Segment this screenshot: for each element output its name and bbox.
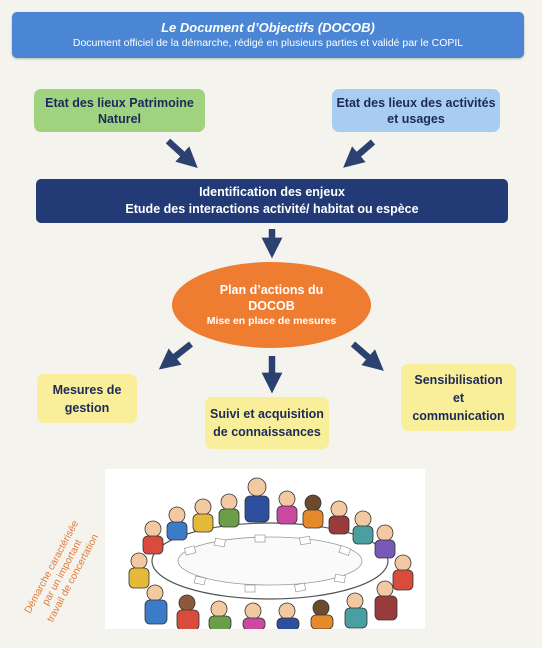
header-subtitle: Document officiel de la démarche, rédigé…	[72, 37, 464, 49]
arrow-down-right-icon	[165, 138, 198, 168]
enjeux-line-2: Etude des interactions activité/ habitat…	[125, 202, 419, 216]
plan-line-1: Plan d’actions du	[219, 282, 324, 297]
etat-patrimoine-line-2: Naturel	[97, 111, 142, 126]
meeting-cartoon-icon	[128, 477, 414, 631]
etat-patrimoine-box: Etat des lieux Patrimoine Naturel	[34, 89, 205, 132]
sensibilisation-line-1: Sensibilisation	[414, 372, 503, 387]
sensibilisation-line-2: et	[452, 390, 465, 405]
arrow-down-left-icon	[343, 139, 376, 168]
suivi-line-1: Suivi et acquisition	[210, 407, 324, 421]
suivi-line-2: de connaissances	[213, 425, 321, 439]
header-title: Le Document d’Objectifs (DOCOB)	[161, 20, 375, 35]
header-banner: Le Document d’Objectifs (DOCOB) Document…	[12, 12, 524, 58]
plan-line-3: Mise en place de mesures	[206, 314, 337, 327]
sensibilisation-line-3: communication	[412, 408, 505, 423]
plan-line-2: DOCOB	[248, 298, 295, 313]
etat-activites-box: Etat des lieux des activités et usages	[332, 89, 500, 132]
etat-activites-line-2: et usages	[387, 111, 445, 126]
etat-patrimoine-line-1: Etat des lieux Patrimoine	[45, 95, 194, 110]
etat-activites-line-1: Etat des lieux des activités	[336, 95, 496, 110]
arrow-to-sensibilisation-icon	[350, 341, 384, 371]
gestion-line-1: Mesures de	[52, 382, 122, 397]
arrow-to-gestion-icon	[158, 341, 194, 370]
sensibilisation-box: Sensibilisation et communication	[401, 364, 516, 431]
enjeux-bar: Identification des enjeux Etude des inte…	[36, 179, 508, 223]
meeting-illustration	[105, 469, 425, 631]
mesures-gestion-box: Mesures de gestion	[37, 374, 137, 423]
arrows-layer	[158, 138, 384, 394]
suivi-box: Suivi et acquisition de connaissances	[205, 397, 329, 449]
gestion-line-2: gestion	[64, 400, 110, 415]
enjeux-line-1: Identification des enjeux	[199, 185, 345, 199]
plan-actions-ellipse: Plan d’actions du DOCOB Mise en place de…	[172, 262, 371, 348]
